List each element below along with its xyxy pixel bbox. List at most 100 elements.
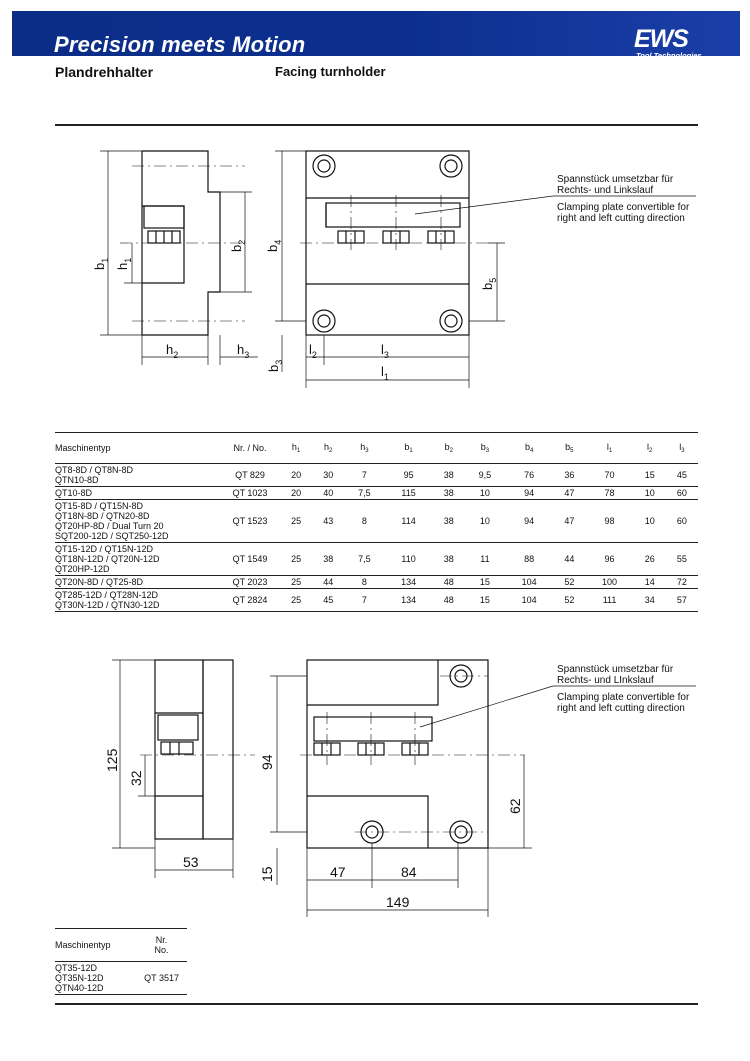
column-header-subscript: 1	[296, 448, 301, 454]
model-name: QTN10-8D	[55, 475, 99, 485]
model-name: SQT200-12D / SQT250-12D	[55, 531, 169, 541]
model-name: QT35-12D	[55, 963, 98, 973]
dim-sub-l3: 3	[384, 350, 389, 360]
column-header-label: h	[324, 442, 330, 452]
column-header: h2	[312, 432, 345, 464]
logo-sub-text: Tool Technologies	[636, 51, 702, 60]
dim-sub-h2: 2	[173, 350, 178, 360]
model-name: QT30N-12D / QTN30-12D	[55, 600, 160, 610]
model-name: QT10-8D	[55, 488, 93, 498]
dimension-value: 43	[312, 499, 345, 543]
dim-sub-b4: 4	[273, 240, 283, 245]
model-name: QT20HP-12D	[55, 564, 110, 574]
dim-53: 53	[183, 854, 199, 870]
model-name: QT35N-12D	[55, 973, 104, 983]
dimension-value: 60	[665, 499, 698, 543]
column-header-label: l	[647, 442, 650, 452]
dim-label-l1: l	[381, 364, 384, 379]
dim-label-h2: h	[166, 342, 173, 357]
svg-text:l2: l2	[309, 342, 317, 360]
column-header: l1	[585, 432, 634, 464]
column-header-subscript: 3	[365, 448, 369, 454]
part-number: QT 1023	[220, 486, 280, 500]
dimension-value: 94	[505, 499, 554, 543]
dimension-value: 134	[384, 575, 433, 589]
svg-text:l1: l1	[381, 364, 389, 382]
dimension-value: 57	[665, 588, 698, 612]
note2-en-line-2: right and left cutting direction	[557, 703, 685, 714]
dimension-value: 134	[384, 588, 433, 612]
dim-sub-b1: 1	[100, 258, 110, 263]
dimension-value: 78	[585, 486, 634, 500]
dim-label-b1: b	[92, 263, 107, 270]
dim-sub-b2: 2	[237, 240, 247, 245]
svg-text:b3: b3	[266, 360, 284, 372]
dimension-value: 20	[280, 486, 313, 500]
dimension-value: 38	[432, 499, 465, 543]
model-list: QT20N-8D / QT25-8D	[55, 575, 220, 589]
column-header-label: b	[480, 442, 486, 452]
column-header-subscript: 1	[409, 448, 413, 454]
dimension-value: 10	[464, 486, 506, 500]
dim-label-b4: b	[265, 245, 280, 252]
dimension-value: 25	[280, 575, 313, 589]
header-nr-2: Nr. No.	[136, 928, 187, 962]
dimension-value: 25	[280, 542, 313, 576]
dimension-value: 47	[553, 499, 586, 543]
note2-en-line-1: Clamping plate convertible for	[557, 692, 690, 703]
dim-47: 47	[330, 864, 346, 880]
dimension-value: 26	[633, 542, 666, 576]
dimension-value: 52	[553, 575, 586, 589]
dimension-value: 38	[312, 542, 345, 576]
dim-sub-h3: 3	[244, 350, 249, 360]
column-header: h3	[344, 432, 385, 464]
model-name: QT15-12D / QT15N-12D	[55, 544, 154, 554]
dimension-value: 48	[432, 588, 465, 612]
dimension-value: 115	[384, 486, 433, 500]
dimension-value: 72	[665, 575, 698, 589]
note2-de-line-2: Rechts- und LInkslauf	[557, 675, 654, 686]
dimension-value: 95	[384, 463, 433, 487]
dimension-value: 94	[505, 486, 554, 500]
svg-text:b2: b2	[229, 240, 247, 252]
column-header-label: l	[679, 442, 682, 452]
dimension-value: 7	[344, 588, 385, 612]
column-header: Nr. / No.	[220, 432, 280, 464]
dimension-value: 34	[633, 588, 666, 612]
dimension-value: 7	[344, 463, 385, 487]
dimension-value: 20	[280, 463, 313, 487]
dim-label-l2: l	[309, 342, 312, 357]
dimension-value: 7,5	[344, 542, 385, 576]
dimension-value: 45	[665, 463, 698, 487]
model-name: QT18N-8D / QTN20-8D	[55, 511, 150, 521]
header-banner: Precision meets Motion EWS Tool Technolo…	[12, 11, 740, 60]
dimension-value: 15	[464, 588, 506, 612]
svg-text:b1: b1	[92, 258, 110, 270]
dimension-value: 38	[432, 486, 465, 500]
dim-sub-l2: 2	[312, 350, 317, 360]
column-header-subscript: 2	[329, 448, 333, 454]
dimension-value: 48	[432, 575, 465, 589]
model-list: QT10-8D	[55, 486, 220, 500]
dimension-value: 10	[633, 486, 666, 500]
note-en-line-1: Clamping plate convertible for	[557, 202, 690, 213]
page-title-english: Facing turnholder	[275, 64, 386, 79]
dimension-value: 38	[432, 542, 465, 576]
dimension-value: 8	[344, 575, 385, 589]
dimension-value: 9,5	[464, 463, 506, 487]
header-nr-2-line-2: No.	[154, 945, 169, 955]
dim-label-l3: l	[381, 342, 384, 357]
dimension-value: 38	[432, 463, 465, 487]
column-header-label: b	[444, 442, 450, 452]
column-header-label: l	[606, 442, 609, 452]
dim-125: 125	[104, 748, 120, 772]
